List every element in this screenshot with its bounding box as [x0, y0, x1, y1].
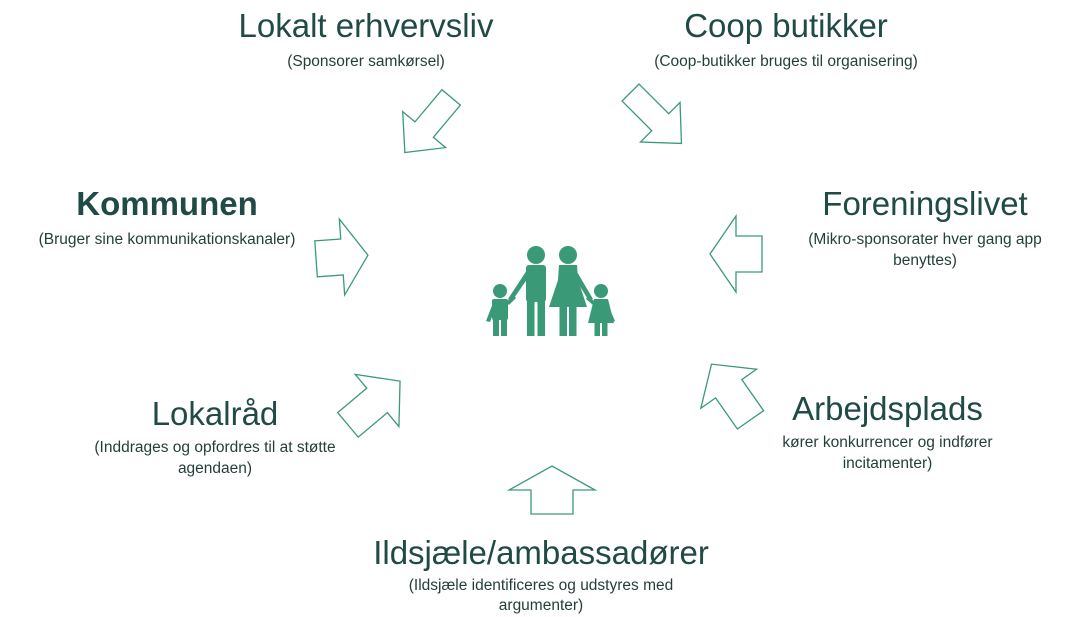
- subtitle-line: argumenter): [498, 597, 584, 614]
- subtitle-line: agendaen): [177, 460, 253, 477]
- node-lokalt-erhvervsliv: Lokalt erhvervsliv (Sponsorer samkørsel): [196, 7, 536, 72]
- node-subtitle: (Sponsorer samkørsel): [287, 53, 445, 70]
- subtitle-line: (Mikro-sponsorater hver gang app: [808, 231, 1042, 248]
- node-title: Foreningslivet: [822, 185, 1028, 222]
- subtitle-line: (Ildsjæle identificeres og udstyres med: [408, 577, 674, 594]
- arrow-from-ildsjaele: [506, 465, 598, 515]
- node-foreningslivet: Foreningslivet (Mikro-sponsorater hver g…: [780, 185, 1070, 271]
- node-title: Coop butikker: [684, 7, 888, 44]
- subtitle-line: incitamenter): [842, 455, 933, 472]
- subtitle-line: (Inddrages og opfordres til at støtte: [94, 439, 336, 456]
- node-coop-butikker: Coop butikker (Coop-butikker bruges til …: [596, 7, 976, 72]
- arrow-from-lokalt-erhvervsliv: [401, 88, 462, 154]
- arrow-from-arbejdsplads: [699, 363, 765, 430]
- arrow-from-foreningslivet: [709, 213, 763, 295]
- node-subtitle: (Ildsjæle identificeres og udstyres med …: [336, 576, 746, 616]
- node-subtitle: (Mikro-sponsorater hver gang app benytte…: [780, 229, 1070, 271]
- node-lokalraad: Lokalråd (Inddrages og opfordres til at …: [45, 395, 385, 479]
- subtitle-line: kører konkurrencer og indfører: [782, 434, 993, 451]
- node-arbejdsplads: Arbejdsplads kører konkurrencer og indfø…: [745, 390, 1030, 474]
- node-subtitle: (Inddrages og opfordres til at støtte ag…: [45, 437, 385, 479]
- node-title: Lokalråd: [151, 395, 279, 432]
- subtitle-line: benyttes): [893, 252, 957, 269]
- node-title: Ildsjæle/ambassadører: [373, 534, 709, 571]
- node-title: Arbejdsplads: [792, 390, 983, 427]
- node-title: Kommunen: [76, 185, 258, 222]
- node-subtitle: (Bruger sine kommunikationskanaler): [38, 231, 296, 248]
- family-icon: [486, 246, 615, 336]
- arrow-from-kommunen: [314, 217, 369, 298]
- arrow-from-coop-butikker: [621, 83, 683, 145]
- node-ildsjaele: Ildsjæle/ambassadører (Ildsjæle identifi…: [336, 534, 746, 616]
- node-subtitle: (Coop-butikker bruges til organisering): [654, 53, 918, 70]
- node-subtitle: kører konkurrencer og indfører incitamen…: [745, 432, 1030, 474]
- arrow-from-lokalraad: [336, 373, 401, 439]
- node-kommunen: Kommunen (Bruger sine kommunikationskana…: [2, 185, 332, 250]
- node-title: Lokalt erhvervsliv: [238, 7, 494, 44]
